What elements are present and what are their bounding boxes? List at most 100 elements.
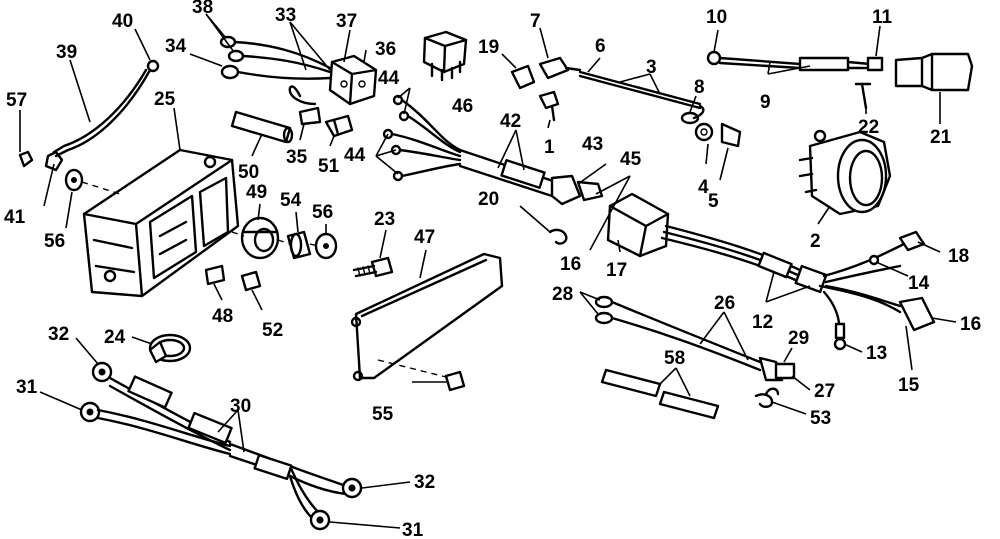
harness-26 [594, 295, 796, 382]
callout-43: 43 [582, 134, 603, 155]
callout-39: 39 [56, 42, 77, 63]
callout-50: 50 [238, 162, 259, 183]
connector-51 [324, 114, 354, 138]
screw-57 [18, 150, 34, 168]
callout-30: 30 [230, 396, 251, 417]
callout-2: 2 [810, 231, 821, 252]
callout-54: 54 [280, 190, 302, 211]
callout-23: 23 [374, 209, 395, 230]
callout-32b: 32 [414, 472, 435, 493]
callout-10: 10 [706, 7, 727, 28]
callout-14: 14 [908, 273, 930, 294]
main-harness-42 [382, 94, 604, 206]
callout-5: 5 [708, 191, 719, 212]
screw-55 [444, 370, 466, 392]
screw-1 [538, 90, 560, 122]
callout-32a: 32 [48, 324, 69, 345]
assembly-line-49 [231, 231, 319, 247]
callout-25: 25 [154, 89, 176, 110]
callout-31b: 31 [402, 520, 424, 539]
callout-55: 55 [372, 404, 394, 425]
callout-38: 38 [192, 0, 213, 18]
callout-22: 22 [858, 117, 879, 138]
clamp-24 [148, 333, 192, 364]
callout-1: 1 [544, 137, 555, 158]
relay-connector-36 [328, 54, 378, 106]
callout-42: 42 [500, 111, 521, 132]
callout-58: 58 [664, 348, 685, 369]
callout-49: 49 [246, 182, 267, 203]
sleeves-58 [600, 368, 720, 420]
callout-4: 4 [698, 177, 709, 198]
cover-plate-47 [350, 252, 504, 382]
lead-9 [706, 50, 884, 110]
screw-52 [240, 270, 262, 292]
callout-16a: 16 [560, 254, 581, 275]
callout-labels: 40 39 57 38 33 37 34 36 25 7 19 6 46 44 … [4, 0, 981, 539]
clip-53 [754, 387, 780, 408]
callout-46: 46 [452, 96, 473, 117]
callout-35: 35 [286, 147, 308, 168]
callout-36: 36 [375, 39, 396, 60]
callout-19: 19 [478, 37, 499, 58]
clip-20 [548, 228, 568, 245]
washer-56-right [314, 232, 338, 260]
callout-28: 28 [552, 284, 573, 305]
callout-37: 37 [336, 11, 357, 32]
callout-18: 18 [948, 246, 969, 267]
sleeve-21 [894, 52, 974, 92]
harness-12 [660, 224, 936, 351]
gauge-2 [798, 129, 892, 216]
callout-57: 57 [6, 90, 27, 111]
callout-45: 45 [620, 149, 642, 170]
small-harness [219, 35, 332, 106]
callout-51: 51 [318, 156, 340, 177]
callout-11: 11 [872, 7, 893, 28]
terminal-48 [204, 264, 226, 286]
leader-lines [19, 13, 957, 529]
tube-50 [230, 110, 294, 144]
socket-4 [694, 122, 714, 142]
ground-strap [44, 59, 160, 172]
callout-17: 17 [606, 260, 627, 281]
callout-3: 3 [646, 57, 657, 78]
connector-35 [298, 106, 322, 126]
callout-9: 9 [760, 92, 771, 113]
callout-56b: 56 [312, 202, 333, 223]
callout-13: 13 [866, 343, 887, 364]
spacer-54 [286, 230, 312, 260]
callout-6: 6 [595, 36, 606, 57]
module-box-25 [82, 148, 240, 298]
callout-8: 8 [694, 77, 705, 98]
callout-20: 20 [478, 189, 499, 210]
bulb-5 [720, 122, 742, 148]
callout-41: 41 [4, 207, 26, 228]
callout-47: 47 [414, 227, 435, 248]
callout-34: 34 [165, 36, 187, 57]
callout-29: 29 [788, 328, 809, 349]
callout-12: 12 [752, 312, 773, 333]
callout-7: 7 [530, 11, 541, 32]
callout-40: 40 [112, 11, 133, 32]
battery-cable-30 [79, 361, 363, 531]
callout-27: 27 [814, 381, 835, 402]
callout-24: 24 [104, 327, 126, 348]
callout-33: 33 [275, 5, 296, 26]
callout-15: 15 [898, 375, 920, 396]
callout-26: 26 [714, 293, 735, 314]
callout-52: 52 [262, 320, 283, 341]
wire-3 [578, 70, 705, 125]
grommet-49 [240, 216, 280, 260]
bolt-23 [352, 256, 394, 278]
diode-7 [538, 56, 582, 80]
callout-21: 21 [930, 127, 952, 148]
plug-17 [606, 192, 670, 258]
callout-56a: 56 [44, 231, 65, 252]
clip-19 [510, 64, 536, 90]
callout-48: 48 [212, 306, 233, 327]
callout-44a: 44 [378, 68, 400, 89]
callout-31a: 31 [16, 377, 38, 398]
callout-44b: 44 [344, 145, 366, 166]
callout-53: 53 [810, 408, 831, 429]
